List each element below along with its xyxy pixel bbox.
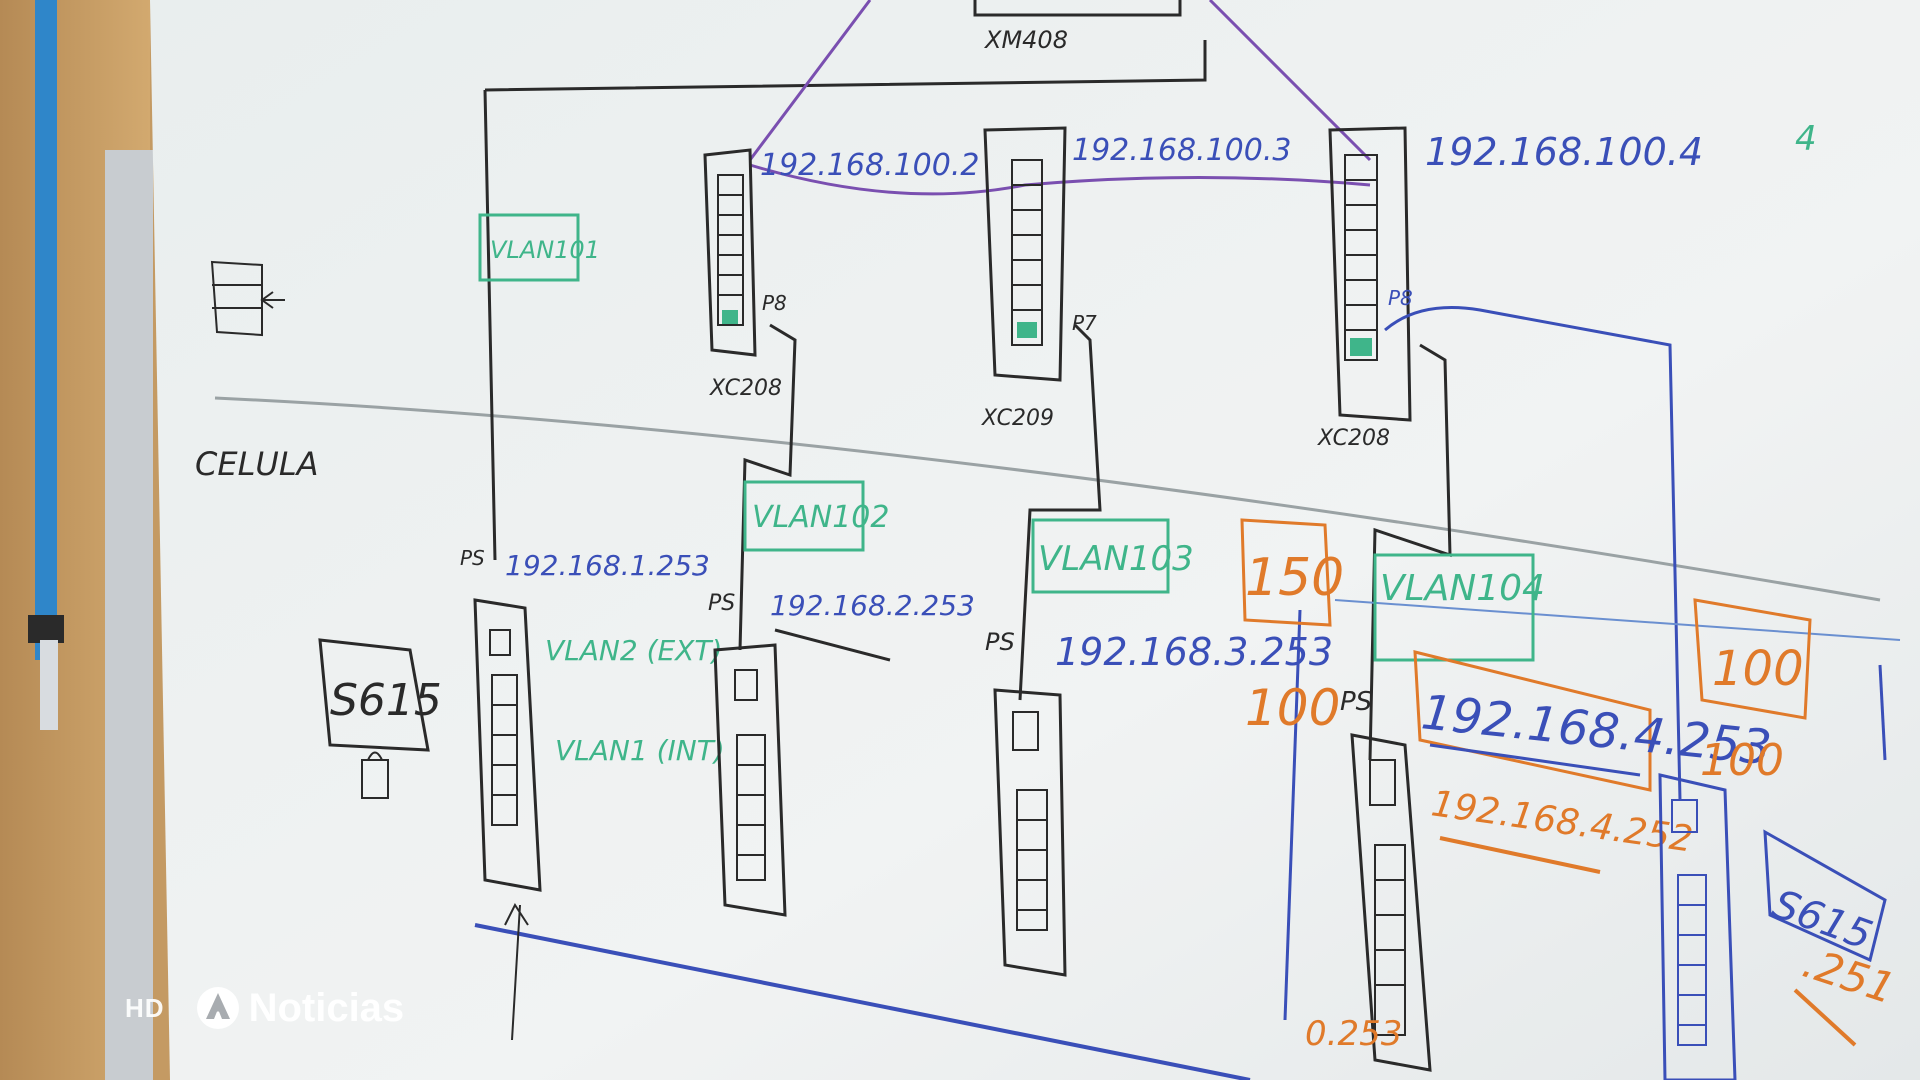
ps-device-2 [713,643,787,917]
svg-text:150: 150 [1245,548,1344,608]
blue-link-right [1384,306,1682,801]
link-sw1-ps2 [738,323,797,651]
blue-mark-right [1878,664,1887,761]
ps-ip-extra-underline [1439,836,1601,874]
ps-label-1: PS [460,546,485,570]
svg-text:S615: S615 [330,675,442,726]
broadcast-overlay: HD Noticias [125,985,404,1031]
legend-sketch [210,260,285,337]
orange-box-100: 100 [1693,598,1812,720]
bottom-note: 0.253 [1305,1014,1402,1054]
switch-port-3: P8 [1388,286,1413,310]
link-sw2-ps3 [1018,323,1102,701]
switch-model-1: XC208 [709,376,782,401]
vlan-box-4: VLAN104 [1373,553,1545,662]
switch-port-1: P8 [762,291,787,315]
brand-name: Noticias [248,985,405,1030]
switch-model-3: XC208 [1317,426,1390,451]
ps-label-2: PS [708,591,735,616]
switch-ip-1: 192.168.100.2 [760,148,979,183]
svg-text:VLAN102: VLAN102 [752,500,889,535]
vlan-note-int: VLAN1 (INT) [555,734,725,767]
board-divider [214,396,1881,602]
top-right-note: 4 [1795,119,1817,159]
svg-text:VLAN104: VLAN104 [1380,568,1545,609]
ps-device-1 [473,598,542,892]
switch-xc209 [983,126,1067,382]
switch-port-2: P7 [1072,311,1097,335]
antena3-logo-icon [196,987,239,1029]
vlan-note-ext: VLAN2 (EXT) [545,634,722,667]
vlan-box-2: VLAN102 [743,480,889,552]
svg-text:VLAN103: VLAN103 [1038,539,1194,579]
pipe-valve [28,615,64,643]
orange-box-150: 150 [1240,518,1344,627]
blue-link-vert [1283,609,1302,1021]
ps-device-4 [1350,733,1432,1072]
hd-badge: HD [125,992,165,1023]
orange-note-left: 100 [1245,679,1340,737]
core-switch-label: XM408 [983,26,1068,54]
svg-text:100: 100 [1712,641,1804,697]
vlan-box-3: VLAN103 [1031,518,1194,594]
ps-ip-3: 192.168.3.253 [1055,630,1333,674]
channel-brand: Noticias [195,985,405,1031]
switch-xc208-a [703,148,757,357]
ps-ip-1: 192.168.1.253 [505,549,710,582]
plc-s615-left: S615 [318,638,442,799]
switch-ip-2: 192.168.100.3 [1072,133,1291,168]
switch-xc208-b [1328,126,1412,422]
ps-device-3 [993,688,1067,977]
whiteboard [150,0,1920,1080]
orange-note-right: 100 [1700,735,1784,786]
ps-label-4: PS [1340,687,1372,717]
section-label: CELULA [195,445,319,483]
ps-ip-2-underline [774,628,891,662]
core-switch-box [973,0,1182,17]
switch-model-2: XC209 [981,406,1054,431]
svg-text:VLAN101: VLAN101 [490,236,600,264]
blue-link-faint [1334,599,1901,641]
ps-device-right [1658,773,1737,1080]
pipe-bracket [40,640,58,730]
upload-arrow [504,902,529,1041]
switch-ip-3: 192.168.100.4 [1425,130,1703,174]
ps-label-3: PS [985,628,1015,656]
blue-link-bottom [474,923,1251,1080]
backbone-line [483,40,1207,561]
board-frame [105,150,153,1080]
vlan-box-1: VLAN101 [478,213,600,282]
blue-pipe [35,0,57,660]
plc-right-underline [1793,988,1857,1047]
ps-ip-2: 192.168.2.253 [770,589,975,622]
